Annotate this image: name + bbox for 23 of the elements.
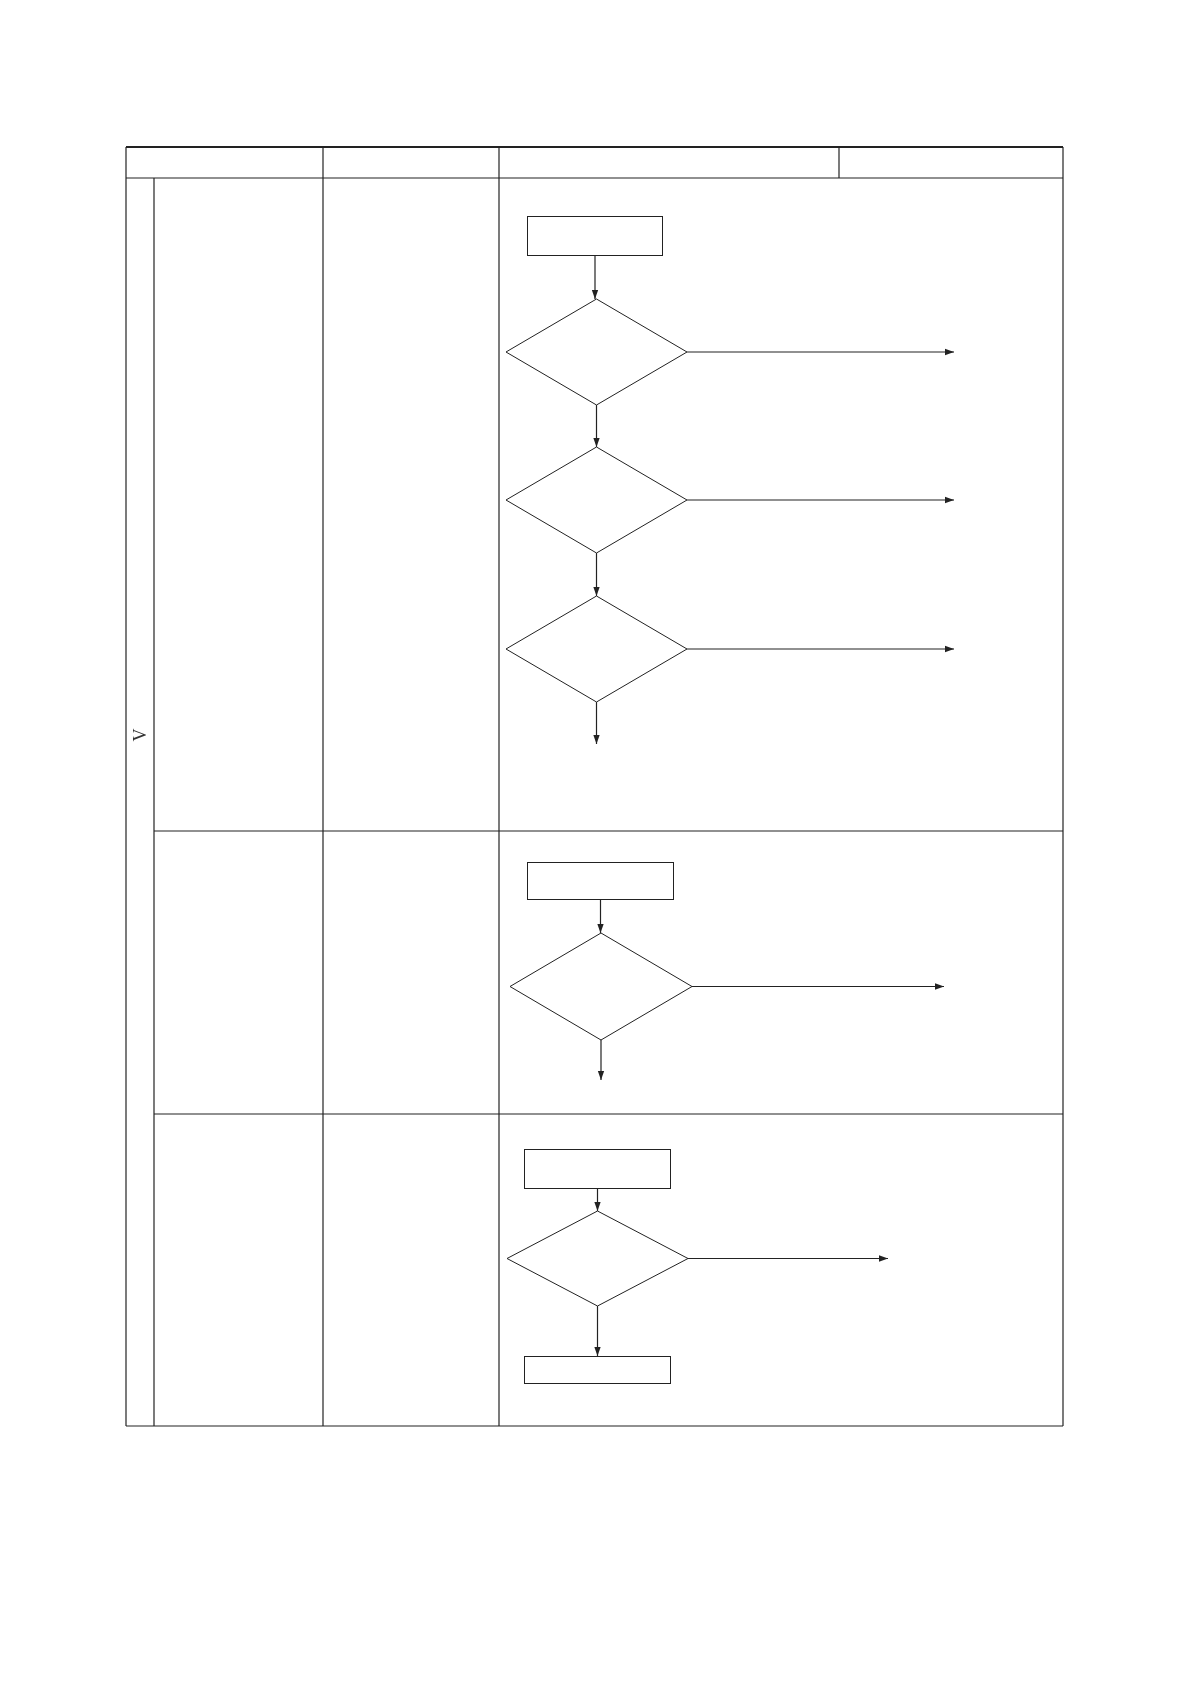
- arrow: [593, 552, 600, 597]
- process-box: [524, 1356, 671, 1384]
- arrow: [686, 496, 955, 504]
- arrow: [597, 899, 604, 934]
- decision-diamond: [510, 933, 692, 1040]
- decision-diamond: [506, 299, 687, 405]
- row-group-label: V: [130, 727, 150, 744]
- arrow: [597, 1039, 605, 1081]
- arrow: [593, 404, 600, 448]
- arrow: [594, 1188, 601, 1212]
- process-box: [524, 1149, 671, 1189]
- arrow: [594, 1305, 601, 1357]
- arrow: [687, 1255, 889, 1262]
- decision-diamond: [506, 447, 687, 553]
- process-box: [527, 862, 674, 900]
- arrow: [686, 645, 955, 653]
- arrow: [686, 348, 955, 356]
- decision-diamond: [506, 596, 687, 702]
- arrow: [591, 255, 599, 300]
- decision-diamond: [507, 1211, 688, 1306]
- process-box: [527, 216, 663, 256]
- arrow: [593, 701, 600, 745]
- arrow: [691, 983, 945, 990]
